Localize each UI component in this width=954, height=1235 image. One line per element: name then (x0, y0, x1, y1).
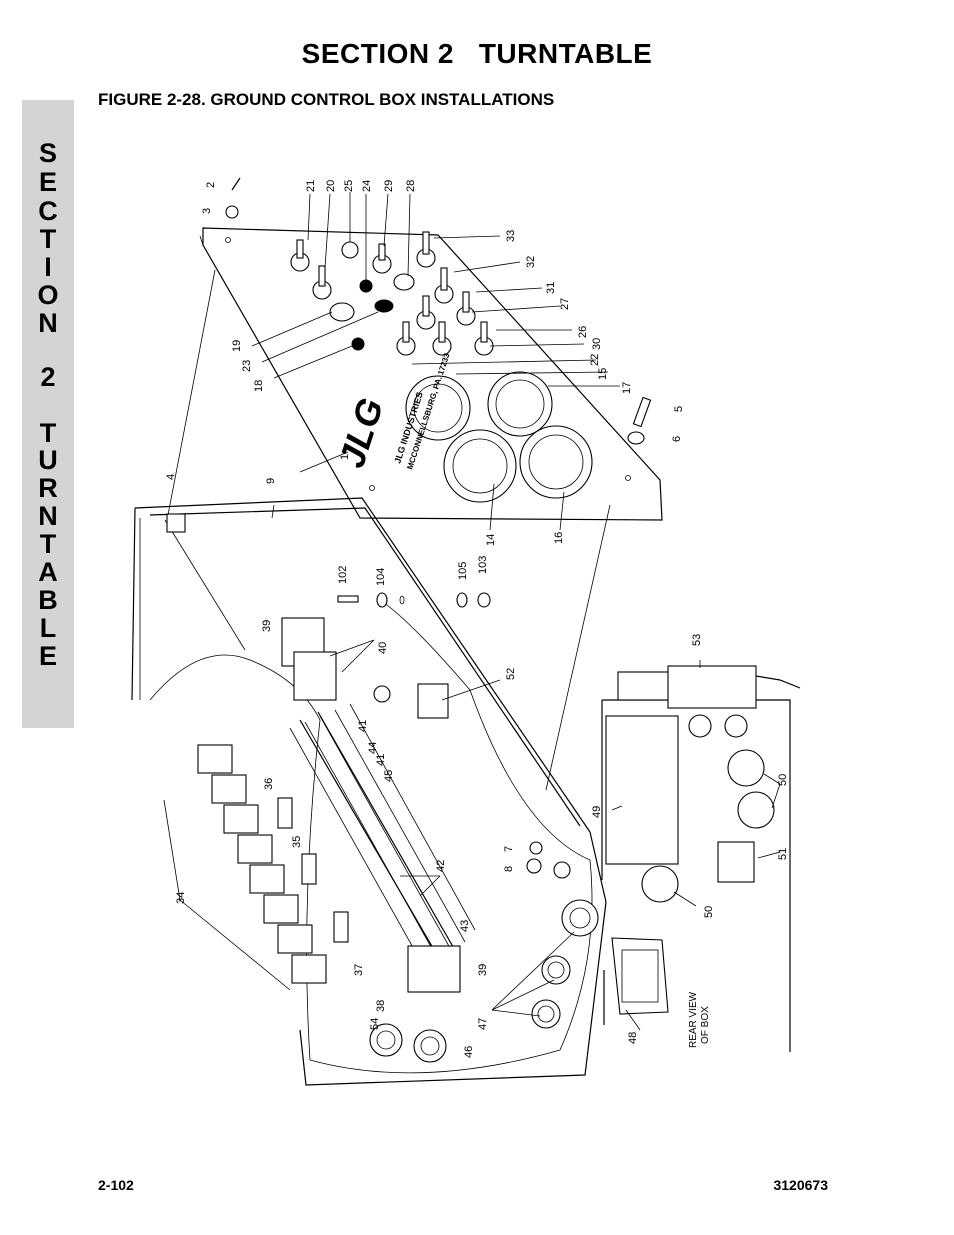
side-tab-letter: A (38, 557, 58, 587)
section-side-tab: S E C T I O N 2 T U R N T A B L E (22, 100, 74, 728)
callout-30: 30 (591, 338, 603, 350)
callout-102: 102 (337, 566, 349, 584)
gauge-group (405, 371, 593, 503)
side-tab-letter: N (38, 308, 58, 338)
callout-48: 48 (627, 1032, 639, 1044)
callout-50: 50 (777, 774, 789, 786)
relay-group (197, 744, 327, 984)
callout-46: 46 (463, 1046, 475, 1058)
callout-40: 40 (377, 642, 389, 654)
callout-43: 43 (459, 920, 471, 932)
side-tab-letter: T (39, 224, 57, 254)
callout-47: 47 (477, 1018, 489, 1030)
enclosure-box (131, 269, 611, 1086)
callout-52: 52 (505, 668, 517, 680)
side-tab-letter: R (38, 473, 58, 503)
callout-23: 23 (241, 360, 253, 372)
callout-31: 31 (545, 282, 557, 294)
callout-42: 42 (435, 860, 447, 872)
document-number: 3120673 (773, 1177, 828, 1193)
callout-36: 36 (263, 778, 275, 790)
callout-54: 54 (369, 1018, 381, 1030)
callout-44: 44 (367, 742, 379, 754)
control-panel-plate: JLG JLG INDUSTRIES MCCONNELLSBURG, PA. 1… (199, 177, 663, 521)
side-tab-letter: I (44, 252, 52, 282)
callout-51: 51 (777, 848, 789, 860)
side-tab-letter: O (37, 280, 59, 310)
callout-29: 29 (383, 180, 395, 192)
side-tab-letter: C (38, 196, 58, 226)
side-tab-letter: T (39, 418, 57, 448)
side-tab-letter: U (38, 445, 58, 475)
callout-34: 34 (175, 892, 187, 904)
side-tab-letter: T (39, 529, 57, 559)
callout-7: 7 (503, 846, 515, 852)
rear-view-of-box (601, 665, 801, 1052)
callout-25: 25 (343, 180, 355, 192)
callout-21: 21 (305, 180, 317, 192)
callout-22: 22 (589, 354, 601, 366)
callout-26: 26 (577, 326, 589, 338)
rear-view-label: REAR VIEW (688, 991, 699, 1048)
callout-37: 37 (353, 964, 365, 976)
page-number: 2-102 (98, 1177, 134, 1193)
callout-105: 105 (457, 562, 469, 580)
side-tab-letter: E (38, 167, 57, 197)
callout-28: 28 (405, 180, 417, 192)
callout-8: 8 (503, 866, 515, 872)
callout-35: 35 (291, 836, 303, 848)
callout-38: 38 (375, 1000, 387, 1012)
callout-53: 53 (691, 634, 703, 646)
callout-3: 3 (201, 208, 213, 214)
callout-15: 15 (597, 368, 609, 380)
callout-45: 45 (383, 770, 395, 782)
callout-41-lower: 41 (375, 754, 387, 766)
toggle-switch-group (290, 231, 494, 356)
side-tab-letter: L (39, 613, 57, 643)
callout-50-lower: 50 (703, 906, 715, 918)
callout-17: 17 (621, 382, 633, 394)
callout-41: 41 (357, 720, 369, 732)
callout-4: 4 (165, 474, 177, 480)
callout-32: 32 (525, 256, 537, 268)
callout-18: 18 (253, 380, 265, 392)
section-title: SECTION 2 TURNTABLE (301, 38, 653, 69)
callout-9: 9 (265, 478, 277, 484)
terminal-block-strip (289, 703, 476, 961)
callout-49: 49 (591, 806, 603, 818)
side-tab-letter: S (38, 138, 57, 168)
callout-33: 33 (505, 230, 517, 242)
side-tab-letter: E (38, 641, 57, 671)
side-tab-letter: N (38, 501, 58, 531)
rear-view-label: OF BOX (700, 1006, 711, 1044)
callout-2: 2 (205, 182, 217, 188)
callout-6: 6 (671, 436, 683, 442)
part-callouts: 1 2 3 4 5 6 7 8 9 14 15 16 17 18 19 20 2… (165, 180, 789, 1058)
callout-leader-lines (163, 192, 781, 1031)
figure-title: FIGURE 2-28. GROUND CONTROL BOX INSTALLA… (98, 90, 555, 109)
side-tab-letter: 2 (40, 362, 56, 392)
callout-27: 27 (559, 298, 571, 310)
callout-19: 19 (231, 340, 243, 352)
callout-39: 39 (261, 620, 273, 632)
callout-16: 16 (553, 532, 565, 544)
callout-39-lower: 39 (477, 964, 489, 976)
callout-5: 5 (673, 406, 685, 412)
callout-20: 20 (325, 180, 337, 192)
callout-104: 104 (375, 568, 387, 586)
callout-103: 103 (477, 556, 489, 574)
callout-24: 24 (361, 180, 373, 192)
callout-1: 1 (339, 454, 351, 460)
side-tab-letter: B (38, 585, 58, 615)
callout-14: 14 (485, 534, 497, 546)
